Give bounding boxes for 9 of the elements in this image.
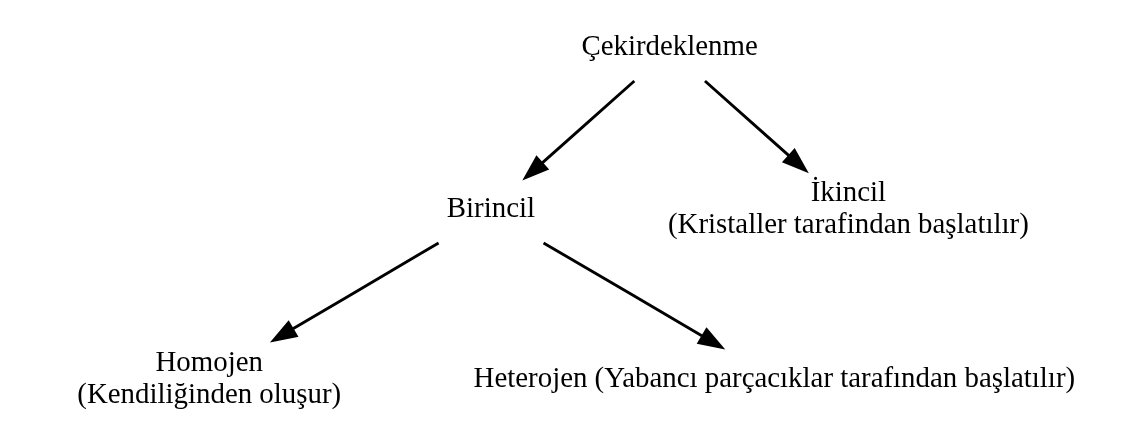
node-text: Çekirdeklenme xyxy=(580,28,758,61)
node-text: Birincil xyxy=(446,191,535,224)
node-text: Heterojen (Yabancı parçacıklar tarafından başlatılır) xyxy=(473,360,1075,393)
node-text: Homojen (Kendiliğinden oluşur) xyxy=(76,344,341,410)
arrow xyxy=(269,241,439,343)
arrow xyxy=(542,241,725,350)
arrow xyxy=(703,79,809,174)
node-text: İkincil (Kristaller tarafindan başlatılır) xyxy=(667,174,1029,240)
arrow xyxy=(521,79,635,181)
